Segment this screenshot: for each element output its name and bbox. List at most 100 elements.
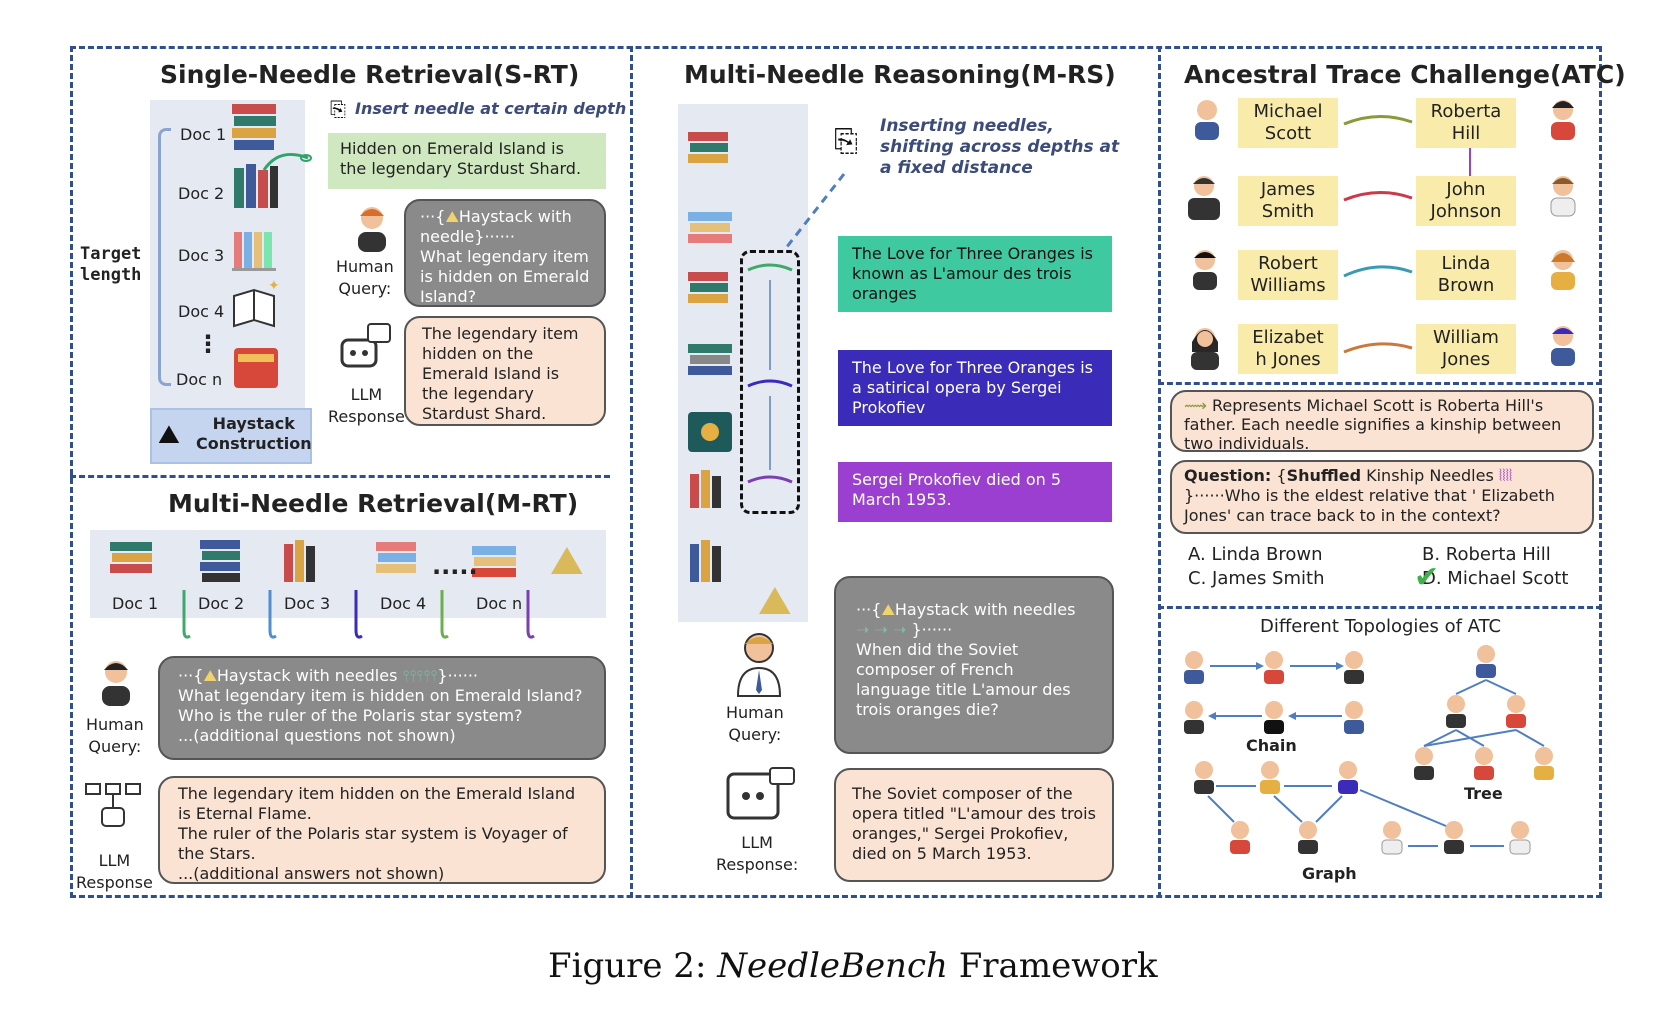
person-icon xyxy=(1188,246,1222,290)
open-book-icon: ✦ xyxy=(233,278,280,328)
person-icon xyxy=(1546,172,1580,217)
atc-represents-box: ⟿ Represents Michael Scott is Roberta Hi… xyxy=(1170,390,1594,453)
atc-topo-tree: Tree xyxy=(1464,784,1503,803)
srt-haystack-label: Haystack Construction xyxy=(196,414,312,453)
divider-left xyxy=(630,46,633,898)
srt-query-prefix: ···{ xyxy=(420,207,446,226)
atc-kinship-needles xyxy=(1343,114,1413,354)
srt-human-query-label: Human Query: xyxy=(336,257,394,298)
needles-small-icon: ⦚⦚⦚⦚ xyxy=(1498,466,1513,485)
atc-question-text: }······Who is the eldest relative that '… xyxy=(1184,486,1555,525)
atc-represents-text: Represents Michael Scott is Roberta Hill… xyxy=(1184,396,1562,453)
mrs-needle-1: The Love for Three Oranges is known as L… xyxy=(838,236,1112,312)
person-icon xyxy=(1546,246,1580,290)
mrt-query-prefix: ···{ xyxy=(178,666,204,685)
srt-query-haystack: Haystack with needle xyxy=(420,207,572,246)
srt-response-box: The legendary item hidden on the Emerald… xyxy=(404,316,606,426)
atc-name-3a: Robert Williams xyxy=(1238,250,1338,300)
atc-topo-chain: Chain xyxy=(1246,736,1297,755)
insert-icon: ⎘ xyxy=(330,97,346,121)
person-icon xyxy=(1546,322,1580,366)
red-book-icon xyxy=(234,348,278,388)
srt-llm-label: LLM Response xyxy=(328,385,405,426)
books-stack-icon xyxy=(472,546,516,577)
srt-target-length: Target length xyxy=(80,244,142,285)
atc-option-d: D. Michael Scott xyxy=(1422,568,1569,589)
mrt-human-query-label: Human Query: xyxy=(86,715,144,756)
person-icon xyxy=(1184,172,1220,220)
human-avatar-icon xyxy=(352,204,392,258)
mrt-query-haystack: Haystack with needles xyxy=(216,666,398,685)
srt-doc-4: Doc 4 xyxy=(178,302,225,321)
books-grey-icon xyxy=(688,344,732,375)
mrt-response-line-2: The ruler of the Polaris star system is … xyxy=(178,824,568,863)
atc-name-2b: John Johnson xyxy=(1416,176,1516,226)
human-avatar-icon xyxy=(96,658,136,712)
mrs-pointer-line xyxy=(784,173,846,249)
needles-small-icon: ⫯⫯⫯⫯⫯ xyxy=(402,666,438,685)
srt-haystack-box xyxy=(150,408,312,464)
atc-question-bold: Shuffled xyxy=(1286,466,1362,485)
mrs-title: Multi-Needle Reasoning(M-RS) xyxy=(684,60,1116,89)
books-rainbow-icon xyxy=(688,212,732,243)
book-stack-icon xyxy=(688,132,728,163)
person-icon xyxy=(1190,96,1224,140)
haystack-small-icon: ⛰ xyxy=(881,600,895,619)
mrs-query-prefix: ···{ xyxy=(856,600,882,619)
atc-title: Ancestral Trace Challenge(ATC) xyxy=(1184,60,1626,89)
divider-right xyxy=(1158,46,1161,898)
robot-network-icon xyxy=(84,782,144,846)
mrt-response-box: The legendary item hidden on the Emerald… xyxy=(158,776,606,884)
robot-icon xyxy=(338,322,394,378)
caption-italic: NeedleBench xyxy=(717,946,948,986)
mrt-query-line-2: Who is the ruler of the Polaris star sys… xyxy=(178,706,523,725)
atc-name-4a: Elizabet h Jones xyxy=(1238,324,1338,374)
mrt-query-suffix: }······ xyxy=(437,666,479,685)
atc-question-label: Question: xyxy=(1184,466,1272,485)
srt-bracket xyxy=(158,128,171,386)
divider-atc-1 xyxy=(1158,382,1602,385)
haystack-small-icon: ⛰ xyxy=(445,207,459,226)
person-icon xyxy=(1546,96,1580,140)
insert-icon: ⎘ xyxy=(834,124,858,159)
book-stack-icon xyxy=(232,104,276,150)
mrs-needle-window xyxy=(740,250,800,514)
outer-frame xyxy=(70,46,1602,898)
srt-book-icons: ✦ xyxy=(232,104,280,388)
srt-needle-box: Hidden on Emerald Island is the legendar… xyxy=(328,133,606,189)
books-upright-icon xyxy=(234,164,278,208)
mrt-query-line-3: ...(additional questions not shown) xyxy=(178,726,456,745)
books-upright-icon xyxy=(690,470,721,508)
srt-doc-n: Doc n xyxy=(176,370,223,389)
mrs-insert-label: Inserting needles, shifting across depth… xyxy=(880,116,1120,178)
mrt-doc-1: Doc 1 xyxy=(112,594,159,613)
mrs-needle-arrows xyxy=(747,263,793,484)
atc-topologies-title: Different Topologies of ATC xyxy=(1260,616,1502,637)
haystack-icon: ⛰ xyxy=(758,578,792,624)
mrs-needle-2: The Love for Three Oranges is a satirica… xyxy=(838,350,1112,426)
needle-small-icon: ⟿ xyxy=(1184,396,1207,415)
mrs-response-box: The Soviet composer of the opera titled … xyxy=(834,768,1114,882)
srt-doc-column xyxy=(150,100,305,410)
person-icon xyxy=(1186,322,1220,370)
mrs-book-icons xyxy=(688,132,732,582)
srt-insert-label: Insert needle at certain depth xyxy=(355,99,627,118)
srt-doc-1: Doc 1 xyxy=(180,125,227,144)
figure-caption: Figure 2: NeedleBench Framework xyxy=(548,946,1158,986)
haystack-icon: ⛰ xyxy=(550,538,584,584)
atc-topology-diagram xyxy=(1184,645,1554,855)
atc-question-box: Question: {Shuffled Kinship Needles ⦚⦚⦚⦚… xyxy=(1170,460,1594,534)
atc-vertical-needle xyxy=(1469,148,1471,176)
caption-suffix: Framework xyxy=(947,946,1158,986)
checkmark-icon: ✔ xyxy=(1414,560,1440,595)
atc-question-open: { xyxy=(1276,466,1287,485)
svg-text:✦: ✦ xyxy=(268,278,280,294)
mrt-dots: ····· xyxy=(432,558,478,586)
mrt-doc-2: Doc 2 xyxy=(198,594,245,613)
books-blue-icon xyxy=(200,540,240,582)
teal-book-icon xyxy=(688,412,732,452)
divider-atc-2 xyxy=(1158,606,1602,609)
atc-option-b: B. Roberta Hill xyxy=(1422,544,1551,565)
atc-name-1a: Michael Scott xyxy=(1238,98,1338,148)
atc-question-rest: Kinship Needles xyxy=(1361,466,1494,485)
